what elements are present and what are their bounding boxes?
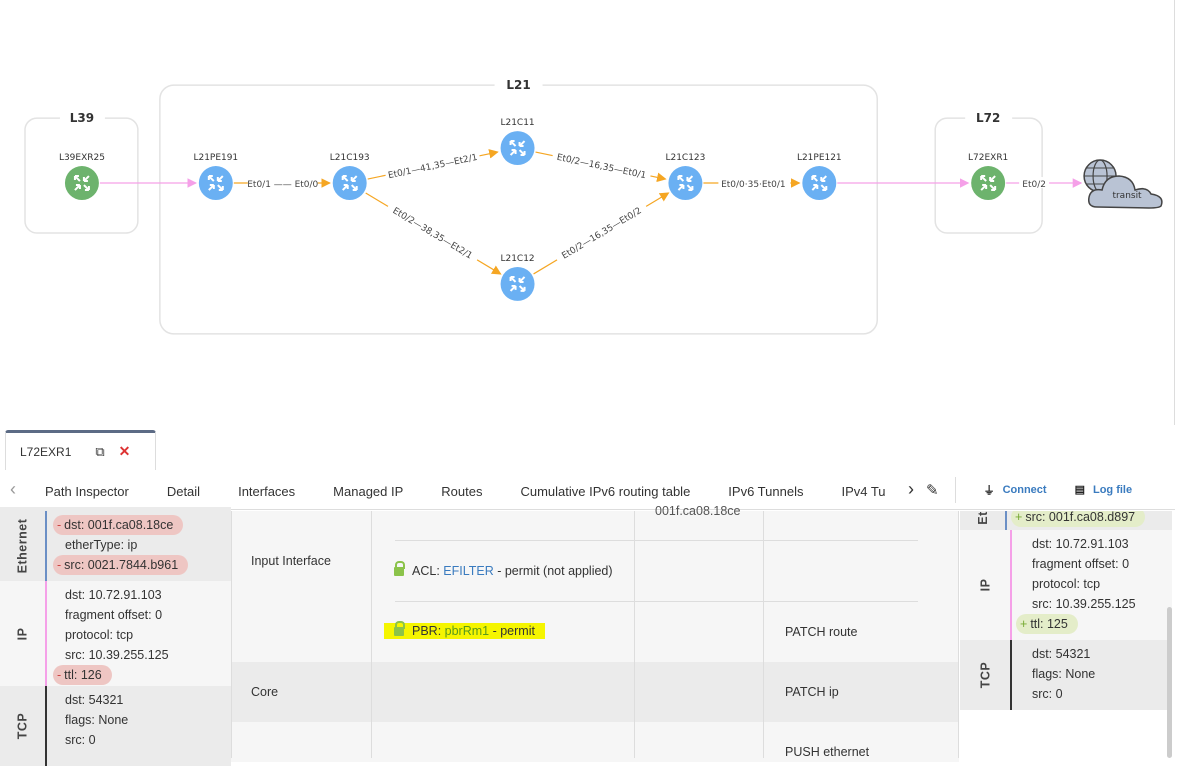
scrollbar[interactable] xyxy=(1167,607,1172,758)
unlock-icon xyxy=(394,621,405,636)
packet-in: Ethernet -dst: 001f.ca08.18ce etherType:… xyxy=(0,507,231,766)
action-patch-ip: PATCH ip xyxy=(785,685,839,699)
field: fragment offset: 0 xyxy=(1032,557,1130,571)
edge-label: Et0/2—38,35—Et2/1 xyxy=(391,206,474,261)
tab-ipv4-tunnels[interactable]: IPv4 Tu xyxy=(841,483,886,499)
section-label: IP xyxy=(978,578,992,592)
node-l21c123[interactable]: L21C123 xyxy=(665,153,705,201)
field: dst: 54321 xyxy=(1032,647,1091,661)
field: src: 10.39.255.125 xyxy=(1032,597,1136,611)
group-title: L39 xyxy=(70,111,94,125)
tab-cumulative-ipv6[interactable]: Cumulative IPv6 routing table xyxy=(520,483,691,499)
tab-managed-ip[interactable]: Managed IP xyxy=(333,483,404,499)
ethernet-section: Ethernet -dst: 001f.ca08.18ce etherType:… xyxy=(0,507,231,581)
truncated-text: 001f.ca08.18ce xyxy=(655,504,741,518)
pencil-icon[interactable]: ✎ xyxy=(926,481,939,499)
group-title: L21 xyxy=(506,78,530,92)
field: protocol: tcp xyxy=(1032,577,1101,591)
divider xyxy=(954,476,956,503)
plug-icon: ⏚ xyxy=(983,484,995,497)
node-l21c193[interactable]: L21C193 xyxy=(330,153,370,201)
connect-button[interactable]: ⏚ Connect xyxy=(984,482,1047,498)
ip-section: IP dst: 10.72.91.103 fragment offset: 0 … xyxy=(0,581,231,686)
node-label: L21C123 xyxy=(665,153,705,163)
node-transit-cloud[interactable]: transit xyxy=(1083,159,1163,209)
field: src: 0 xyxy=(1032,687,1063,701)
external-link-icon[interactable]: ⧉ xyxy=(95,443,105,459)
unlock-icon xyxy=(394,561,405,576)
acl-entry: ACL: EFILTER - permit (not applied) xyxy=(394,561,613,578)
field-removed: -ttl: 126 xyxy=(53,665,112,685)
field: flags: None xyxy=(1032,667,1096,681)
field: protocol: tcp xyxy=(65,628,134,642)
field: src: 0 xyxy=(65,733,96,747)
node-label: L72EXR1 xyxy=(968,153,1008,163)
node-label: L21C11 xyxy=(500,118,534,128)
packet-out: Et +src: 001f.ca08.d897 IP dst: 10.72.91… xyxy=(960,511,1172,710)
field: dst: 10.72.91.103 xyxy=(1032,537,1129,551)
file-icon: ▤ xyxy=(1074,484,1085,496)
pbr-link[interactable]: pbrRm1 xyxy=(444,624,490,638)
log-file-button[interactable]: ▤ Log file xyxy=(1074,483,1133,497)
node-l21c11[interactable]: L21C11 xyxy=(500,118,535,166)
action-patch-route: PATCH route xyxy=(785,625,858,639)
tab-routes[interactable]: Routes xyxy=(441,483,483,499)
field: dst: 54321 xyxy=(65,693,124,707)
step-input-interface: Input Interface xyxy=(251,554,331,568)
tab-detail[interactable]: Detail xyxy=(166,483,201,499)
edge-label: Et0/2—16,35—Et0/2 xyxy=(560,206,643,261)
tcp-section: TCP dst: 54321 flags: None src: 0 xyxy=(0,686,231,766)
field-removed: -src: 0021.7844.b961 xyxy=(53,555,189,575)
action-push-ethernet: PUSH ethernet xyxy=(785,745,870,759)
cloud-label: transit xyxy=(1112,191,1142,201)
field-added: +ttl: 125 xyxy=(1016,614,1078,634)
node-label: L21C193 xyxy=(330,153,370,163)
node-l21c12[interactable]: L21C12 xyxy=(500,254,535,301)
device-tab-label: L72EXR1 xyxy=(20,444,72,459)
node-l39exr25[interactable]: L39EXR25 xyxy=(59,153,105,201)
tab-interfaces[interactable]: Interfaces xyxy=(238,483,296,499)
device-tab[interactable]: L72EXR1 ⧉ ✕ xyxy=(5,430,156,470)
field: fragment offset: 0 xyxy=(65,608,163,622)
section-label: IP xyxy=(15,627,30,640)
node-label: L39EXR25 xyxy=(59,153,105,163)
node-label: L21PE191 xyxy=(193,153,238,163)
topology-diagram[interactable]: L39 L21 L72 Et0/1 —— Et0/0 Et0/1—41,35—E… xyxy=(0,0,1175,425)
section-label: Ethernet xyxy=(15,518,30,574)
pbr-entry: PBR: pbrRm1 - permit xyxy=(384,621,545,639)
field-added: +src: 001f.ca08.d897 xyxy=(1011,511,1146,527)
section-label: TCP xyxy=(978,661,992,689)
section-label: TCP xyxy=(15,712,30,740)
tcp-section: TCP dst: 54321 flags: None src: 0 xyxy=(960,640,1172,710)
group-title: L72 xyxy=(976,111,1000,125)
tab-ipv6-tunnels[interactable]: IPv6 Tunnels xyxy=(728,483,804,499)
node-label: L21C12 xyxy=(500,254,534,264)
edge-label: Et0/1 —— Et0/0 xyxy=(247,180,318,190)
acl-link[interactable]: EFILTER xyxy=(443,564,494,578)
ip-section: IP dst: 10.72.91.103 fragment offset: 0 … xyxy=(960,530,1172,640)
chevron-right-icon[interactable]: › xyxy=(908,479,914,499)
connect-label: Connect xyxy=(1002,483,1047,496)
tab-bar: ‹ Path Inspector Detail Interfaces Manag… xyxy=(0,470,1175,510)
cloud-icon xyxy=(1088,175,1163,209)
node-l21pe191[interactable]: L21PE191 xyxy=(193,153,238,201)
tab-path-inspector[interactable]: Path Inspector xyxy=(26,470,148,510)
edge-label: Et0/0·35·Et0/1 xyxy=(721,180,785,190)
field: dst: 10.72.91.103 xyxy=(65,588,162,602)
log-file-label: Log file xyxy=(1092,483,1133,496)
chevron-left-icon[interactable]: ‹ xyxy=(10,479,16,499)
section-label: Et xyxy=(975,511,990,525)
field-removed: -dst: 001f.ca08.18ce xyxy=(53,515,184,535)
edge-label: Et0/2 xyxy=(1022,180,1046,190)
node-l72exr1[interactable]: L72EXR1 xyxy=(968,153,1008,201)
ethernet-section: Et +src: 001f.ca08.d897 xyxy=(960,511,1172,530)
node-label: L21PE121 xyxy=(797,153,842,163)
field: src: 10.39.255.125 xyxy=(65,648,169,662)
step-table: 001f.ca08.18ce Input Interface ACL: EFIL… xyxy=(231,504,959,762)
field: flags: None xyxy=(65,713,129,727)
node-l21pe121[interactable]: L21PE121 xyxy=(797,153,842,201)
field: etherType: ip xyxy=(65,538,138,552)
step-core: Core xyxy=(251,685,279,699)
close-icon[interactable]: ✕ xyxy=(118,443,131,459)
